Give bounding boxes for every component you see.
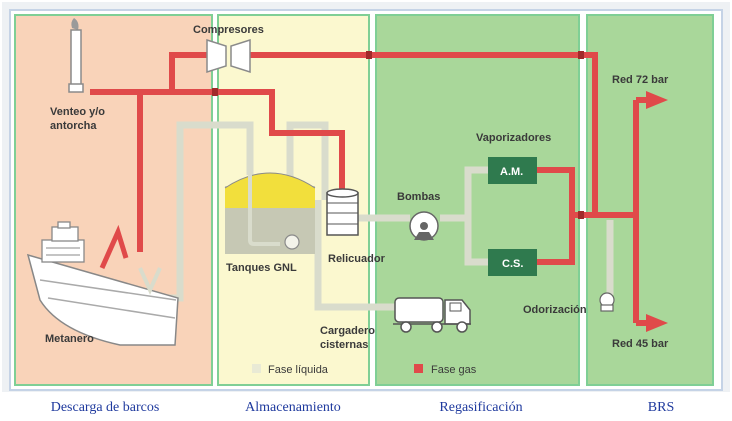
label-am: A.M. bbox=[500, 166, 523, 178]
label-venteo-line1: Venteo y/o bbox=[50, 106, 105, 118]
reliquefier-icon bbox=[326, 188, 359, 236]
tanker-truck-icon bbox=[393, 297, 471, 333]
label-red45: Red 45 bar bbox=[612, 338, 669, 350]
label-vaporizadores: Vaporizadores bbox=[476, 132, 551, 144]
zone-caption-almacenamiento: Almacenamiento bbox=[245, 400, 341, 415]
label-cargadero-line1: Cargadero bbox=[320, 325, 375, 337]
gas-lines bbox=[90, 52, 648, 326]
label-tanques: Tanques GNL bbox=[226, 262, 297, 274]
red72-arrow bbox=[646, 91, 668, 109]
odorizer-icon bbox=[599, 292, 615, 312]
vaporizer-cs-box bbox=[488, 249, 537, 276]
label-relicuador: Relicuador bbox=[328, 253, 386, 265]
junction-mark bbox=[366, 51, 372, 59]
pump-icon bbox=[409, 211, 439, 241]
lng-ship-icon bbox=[26, 221, 179, 346]
red45-arrow bbox=[646, 314, 668, 332]
lng-tank-icon bbox=[224, 172, 316, 254]
label-metanero: Metanero bbox=[45, 333, 94, 345]
label-compresores: Compresores bbox=[193, 24, 264, 36]
label-red72: Red 72 bar bbox=[612, 74, 669, 86]
label-bombas: Bombas bbox=[397, 191, 440, 203]
label-cargadero-line2: cisternas bbox=[320, 339, 368, 351]
label-cs: C.S. bbox=[502, 258, 523, 270]
label-odorizacion: Odorización bbox=[523, 304, 587, 316]
flare-stack bbox=[68, 18, 84, 93]
zone-brs bbox=[586, 14, 714, 386]
zone-caption-brs: BRS bbox=[648, 400, 674, 415]
zone-caption-regasificacion: Regasificación bbox=[439, 400, 522, 415]
legend-gas-label: Fase gas bbox=[431, 364, 477, 376]
junction-mark bbox=[578, 211, 584, 219]
label-venteo-line2: antorcha bbox=[50, 120, 97, 132]
legend-liquid-swatch bbox=[252, 364, 261, 373]
vaporizer-am-box bbox=[488, 157, 537, 184]
legend-gas-swatch bbox=[414, 364, 423, 373]
junction-mark bbox=[578, 51, 584, 59]
junction-mark bbox=[212, 88, 218, 96]
zone-caption-descarga: Descarga de barcos bbox=[51, 400, 160, 415]
compressor-icon bbox=[206, 38, 251, 74]
legend-liquid-label: Fase líquida bbox=[268, 364, 329, 376]
